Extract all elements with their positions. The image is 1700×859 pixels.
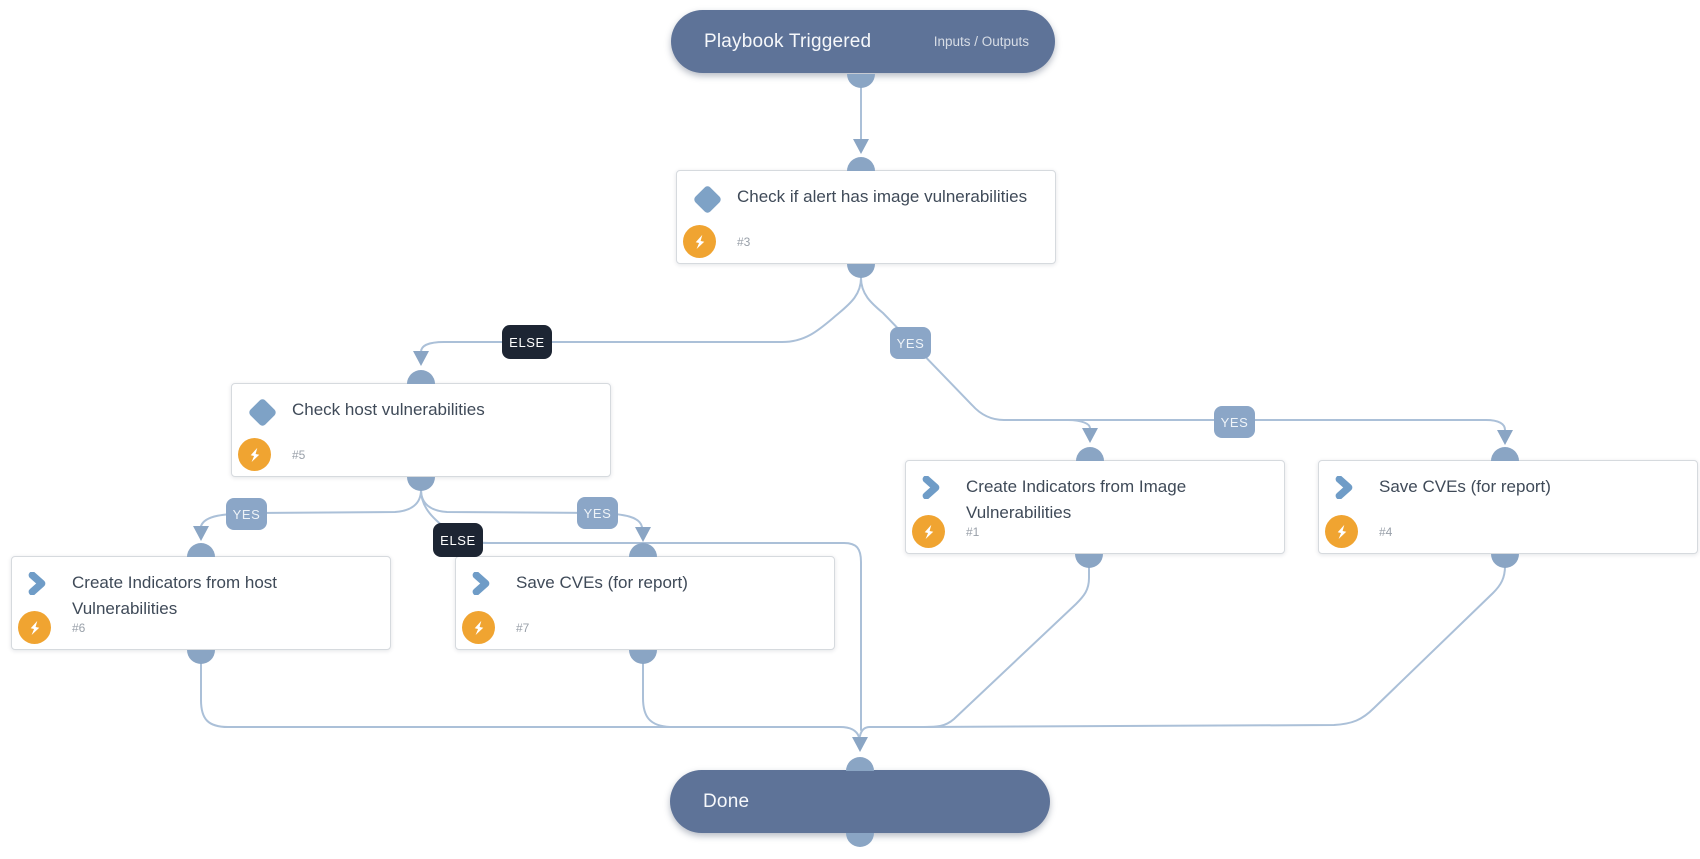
branch-label-else: ELSE [502, 325, 552, 359]
automation-lightning-icon [683, 225, 716, 258]
automation-lightning-icon [462, 611, 495, 644]
branch-label-yes: YES [890, 327, 931, 359]
task-title: Create Indicators from Image Vulnerabili… [966, 477, 1187, 522]
task-title: Create Indicators from host Vulnerabilit… [72, 573, 278, 618]
done-label: Done [703, 790, 750, 812]
playbook-trigger-node[interactable]: Playbook Triggered Inputs / Outputs [671, 10, 1055, 73]
task-number: #3 [737, 234, 751, 249]
task-card-check-host-vulnerabilities[interactable]: Check host vulnerabilities #5 [231, 383, 611, 477]
edge-4-done [924, 565, 1506, 728]
task-number: #6 [72, 620, 86, 635]
done-node[interactable]: Done [670, 770, 1050, 833]
condition-icon [692, 184, 723, 215]
task-number: #4 [1379, 524, 1393, 539]
edge-1-done [859, 567, 1090, 737]
task-title: Save CVEs (for report) [1379, 477, 1551, 496]
action-chevron-icon [28, 572, 47, 595]
branch-label-yes: YES [1214, 406, 1255, 438]
edge-6-done [200, 662, 860, 738]
automation-lightning-icon [912, 515, 945, 548]
task-number: #7 [516, 620, 530, 635]
task-title: Check host vulnerabilities [292, 400, 485, 419]
task-card-save-cves-right[interactable]: Save CVEs (for report) #4 [1318, 460, 1698, 554]
task-card-create-indicators-host[interactable]: Create Indicators from host Vulnerabilit… [11, 556, 391, 650]
task-card-create-indicators-image[interactable]: Create Indicators from Image Vulnerabili… [905, 460, 1285, 554]
task-card-save-cves-left[interactable]: Save CVEs (for report) #7 [455, 556, 835, 650]
condition-icon [247, 397, 278, 428]
edge-3-else-5 [420, 277, 862, 353]
action-chevron-icon [1335, 476, 1354, 499]
edge-3-yes-1-4 [860, 277, 1506, 431]
branch-label-else: ELSE [433, 523, 483, 557]
branch-label-yes: YES [577, 497, 618, 529]
automation-lightning-icon [18, 611, 51, 644]
edge-7-done [642, 662, 839, 728]
automation-lightning-icon [1325, 515, 1358, 548]
automation-lightning-icon [238, 438, 271, 471]
task-number: #5 [292, 447, 306, 462]
task-card-check-image-vulnerabilities[interactable]: Check if alert has image vulnerabilities… [676, 170, 1056, 264]
task-title: Save CVEs (for report) [516, 573, 688, 592]
branch-label-yes: YES [226, 498, 267, 530]
task-number: #1 [966, 524, 980, 539]
action-chevron-icon [922, 476, 941, 499]
inputs-outputs-link[interactable]: Inputs / Outputs [933, 34, 1029, 49]
playbook-trigger-label: Playbook Triggered [704, 30, 872, 52]
action-chevron-icon [472, 572, 491, 595]
task-title: Check if alert has image vulnerabilities [737, 187, 1028, 206]
